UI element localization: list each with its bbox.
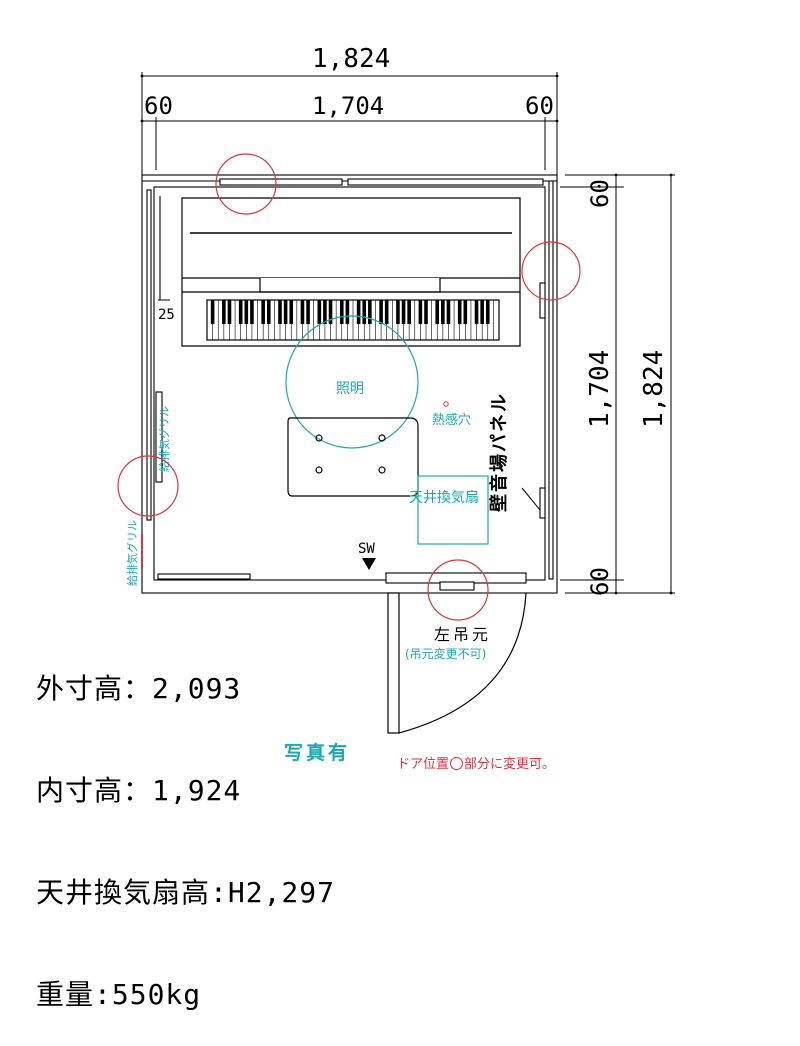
- red-circle-icon: [450, 757, 464, 770]
- spec-weight: 重量:550kg: [36, 978, 202, 1011]
- door-note: ドア位置部分に変更可。: [397, 753, 555, 772]
- photo-available-label: 写真有: [284, 742, 351, 764]
- door-note-text-after: 部分に変更可。: [464, 757, 556, 772]
- black-key: [289, 300, 294, 324]
- black-key: [238, 300, 243, 324]
- lighting-circle: [285, 315, 419, 449]
- black-key: [323, 300, 327, 324]
- top-dimensions: [140, 72, 559, 178]
- black-key: [401, 300, 406, 324]
- lighting-label: 照明: [336, 381, 364, 397]
- black-key: [474, 300, 479, 324]
- door-position-markers: [117, 153, 581, 621]
- black-key: [457, 300, 462, 324]
- heat-sensor-icon: [443, 401, 449, 407]
- piano-keys: [210, 300, 494, 340]
- black-key: [485, 300, 490, 324]
- hinge-side-label: 左吊元: [434, 625, 491, 644]
- grille-label-inner: 給排気グリル: [157, 406, 171, 472]
- outer-depth-label: 1,824: [639, 350, 669, 428]
- black-key: [278, 300, 282, 324]
- right-dimensions: [560, 173, 675, 595]
- room-walls: [141, 174, 558, 594]
- heat-sensor-label: 熱感穴: [432, 412, 471, 428]
- black-key: [379, 300, 383, 324]
- spec-list: 外寸高：2,093 内寸高：1,924 天井換気扇高:H2,297 重量:550…: [36, 604, 335, 1046]
- door-note-text-before: ドア位置: [397, 757, 450, 772]
- soundproof-panel-label: 壁音場パネル: [488, 392, 510, 512]
- black-key: [339, 300, 344, 324]
- black-key: [300, 300, 305, 324]
- piano: [181, 197, 521, 347]
- soundproof-panel-leader: [521, 487, 541, 511]
- outer-width-label: 1,824: [312, 44, 390, 74]
- black-key: [222, 300, 226, 324]
- black-key: [435, 300, 440, 324]
- black-key: [227, 300, 232, 324]
- wall-bottom-label: 60: [586, 567, 614, 596]
- black-key: [283, 300, 288, 324]
- black-key: [441, 300, 445, 324]
- spec-fan-height: 天井換気扇高:H2,297: [36, 876, 336, 909]
- black-key: [362, 300, 367, 324]
- black-key: [244, 300, 249, 324]
- switch-label: SW: [358, 541, 375, 557]
- black-key: [418, 300, 423, 324]
- black-key: [306, 300, 310, 324]
- black-key: [266, 300, 271, 324]
- door: [387, 592, 527, 734]
- black-key: [384, 300, 389, 324]
- black-key: [368, 300, 372, 324]
- floor-plan: 1,824 60 1,704 60 60 1,704 1,824 60: [117, 44, 675, 734]
- ceiling-fan-box: [417, 475, 489, 545]
- black-key: [396, 300, 400, 324]
- black-key: [424, 300, 428, 324]
- black-key: [463, 300, 468, 324]
- black-key: [446, 300, 451, 324]
- black-key: [407, 300, 411, 324]
- inner-width-label: 1,704: [312, 92, 384, 120]
- black-key: [328, 300, 333, 324]
- wall-right-label: 60: [525, 92, 554, 120]
- switch-icon: [362, 558, 376, 570]
- black-key: [261, 300, 265, 324]
- wall-top-label: 60: [586, 179, 614, 208]
- black-key: [317, 300, 322, 324]
- offset-label: 25: [158, 307, 175, 323]
- black-key: [210, 300, 215, 324]
- spec-inner-height: 内寸高：1,924: [36, 774, 242, 807]
- spec-outer-height: 外寸高：2,093: [36, 672, 242, 705]
- black-key: [250, 300, 254, 324]
- black-key: [356, 300, 361, 324]
- black-key: [345, 300, 350, 324]
- piano-bench: [287, 417, 419, 497]
- hinge-note-label: (吊元変更不可): [405, 646, 486, 661]
- inner-depth-label: 1,704: [585, 350, 615, 428]
- ceiling-fan-label: 天井換気扇: [409, 490, 479, 506]
- wall-left-label: 60: [144, 92, 173, 120]
- grille-label-outer: 給排気グリル: [125, 520, 139, 586]
- black-key: [480, 300, 484, 324]
